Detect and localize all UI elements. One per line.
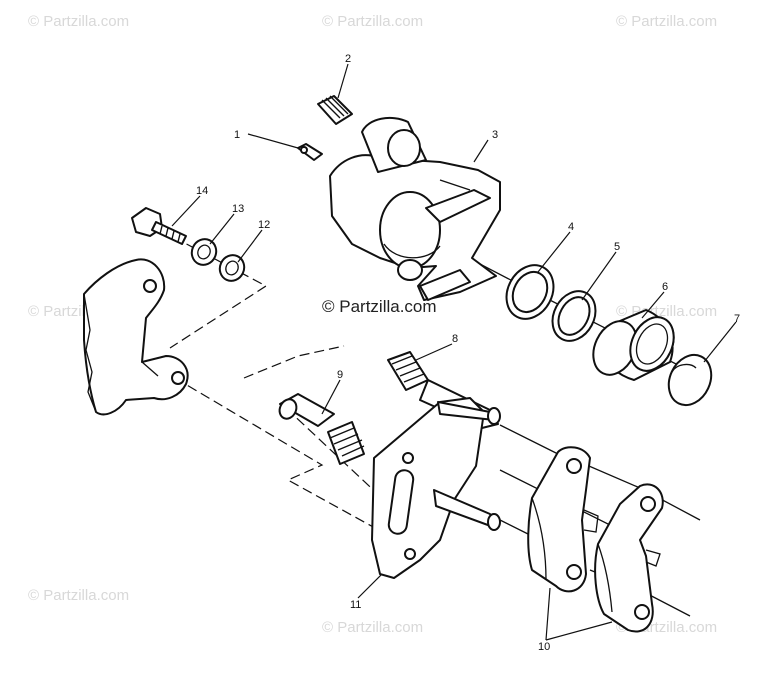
part-torque-arm	[83, 258, 189, 416]
callout-2: 2	[345, 53, 351, 65]
part-brake-pad-outer	[594, 483, 664, 633]
leader-4	[537, 231, 571, 273]
part-seal-ring-outer	[505, 264, 555, 320]
leader-13	[209, 213, 235, 245]
leader-12	[237, 229, 263, 263]
callout-3: 3	[492, 129, 498, 141]
leader-11	[357, 573, 383, 599]
watermark-text: © Partzilla.com	[28, 13, 129, 30]
part-mounting-bracket	[371, 397, 501, 579]
leader-2	[337, 63, 349, 99]
callout-11: 11	[350, 599, 361, 611]
part-caliper-body	[329, 116, 501, 301]
center-watermark-text: © Partzilla.com	[322, 297, 437, 316]
leader-1	[247, 133, 299, 149]
leader-6	[641, 291, 665, 319]
part-bleeder-valve	[297, 143, 323, 161]
part-piston	[592, 309, 675, 381]
callout-1: 1	[234, 129, 240, 141]
callout-9: 9	[337, 369, 343, 381]
leader-5	[581, 251, 617, 301]
leader-8	[415, 343, 453, 361]
part-flat-washer	[218, 254, 246, 282]
part-bleeder-plug	[317, 95, 353, 125]
leader-14	[171, 195, 201, 227]
part-lock-washer	[190, 238, 218, 266]
callout-14: 14	[196, 185, 208, 197]
callout-labels: 2 1 3 4 5 6 7 8 9 10 11 12 13 14	[196, 53, 740, 653]
callout-7: 7	[734, 313, 740, 325]
watermark-text: © Partzilla.com	[322, 13, 423, 30]
part-seal-ring-inner	[551, 290, 597, 342]
part-dust-cap	[667, 353, 713, 407]
callout-10: 10	[538, 641, 550, 653]
leader-9	[321, 379, 341, 415]
leader-lines	[171, 63, 737, 641]
callout-4: 4	[568, 221, 574, 233]
part-brake-pad-inner	[527, 446, 599, 593]
watermark-text: © Partzilla.com	[616, 13, 717, 30]
watermark-text: © Partzilla.com	[322, 619, 423, 636]
leader-10	[545, 587, 613, 641]
callout-8: 8	[452, 333, 458, 345]
callout-13: 13	[232, 203, 244, 215]
callout-5: 5	[614, 241, 620, 253]
watermark-text: © Partzilla.com	[28, 587, 129, 604]
callout-12: 12	[258, 219, 270, 231]
leader-3	[473, 139, 489, 163]
part-slide-pin-boot	[278, 393, 365, 465]
callout-6: 6	[662, 281, 668, 293]
leader-7	[703, 321, 737, 363]
part-bolt	[131, 207, 187, 245]
